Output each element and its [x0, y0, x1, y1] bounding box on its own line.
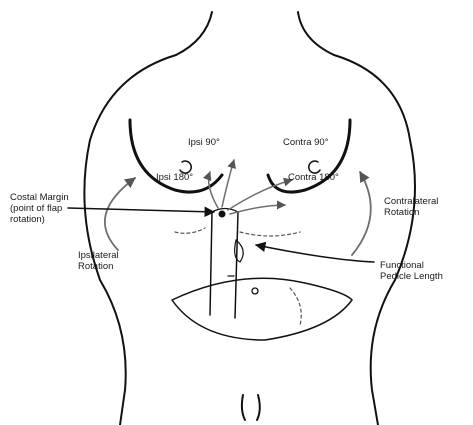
pedicle-length-pointer — [256, 245, 374, 262]
contralateral-rotation-label-line2: Rotation — [384, 207, 419, 218]
contralateral-rotation-label-line1: Contralateral — [384, 196, 438, 207]
pedicle-fold — [235, 240, 244, 262]
pedicle-stalk — [210, 212, 238, 318]
costal-margin-pointer — [68, 208, 214, 212]
costal-margin-label-line1: Costal Margin — [10, 192, 69, 203]
contralateral-rotation-arc — [352, 172, 371, 255]
torso-right-outline — [334, 55, 415, 425]
pedicle-length-label-line2: Pedicle Length — [380, 271, 443, 282]
dashed-arc-right — [240, 232, 300, 236]
rotation-point-marker — [219, 211, 226, 218]
costal-margin-label-line3: rotation) — [10, 214, 45, 225]
umbilicus-marker — [252, 288, 258, 294]
abdominal-flap-outline — [172, 278, 352, 340]
groin-left-line — [242, 395, 245, 420]
pedicle-length-label-line1: Functional — [380, 260, 424, 271]
pedicle-top — [212, 209, 238, 213]
groin-right-line — [257, 395, 260, 420]
contra-90-label: Contra 90° — [283, 137, 329, 148]
neck-left-line — [176, 12, 212, 55]
ipsi-180-label: Ipsi 180° — [156, 172, 193, 183]
ipsi-90-arrow — [209, 172, 218, 208]
costal-margin-label-line2: (point of flap — [10, 203, 62, 214]
neck-right-line — [298, 12, 334, 55]
flap-dashed-line — [290, 288, 301, 325]
ipsi-90-arrow-2 — [222, 160, 234, 207]
torso-left-outline — [84, 55, 176, 425]
ipsilateral-rotation-arc — [105, 178, 135, 250]
ipsilateral-rotation-label-line2: Rotation — [78, 261, 113, 272]
ipsilateral-rotation-label-line1: Ipsilateral — [78, 250, 119, 261]
contra-180-label: Contra 180° — [288, 172, 339, 183]
ipsi-90-label: Ipsi 90° — [188, 137, 220, 148]
dashed-arc-left — [175, 228, 205, 233]
